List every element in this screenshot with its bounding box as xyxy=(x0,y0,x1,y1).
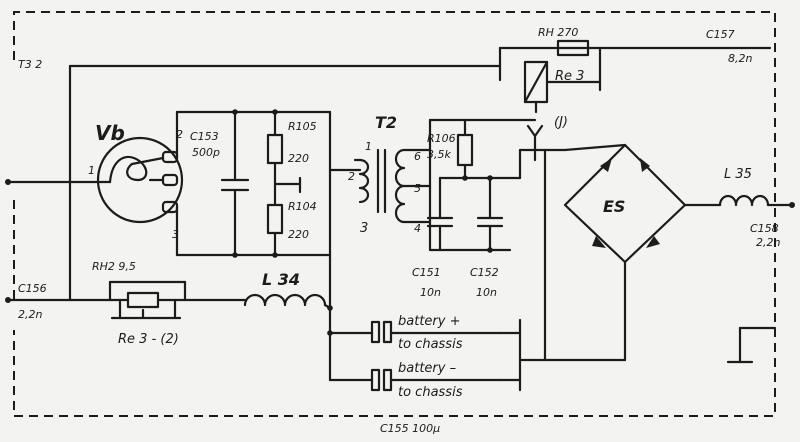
label-t3-fragment: T3 2 xyxy=(18,58,42,71)
label-c153: C153 xyxy=(190,130,219,143)
inductor-l35 xyxy=(718,194,795,208)
input-network xyxy=(175,109,333,382)
label-es: ES xyxy=(603,197,625,216)
label-r106: R106 xyxy=(427,132,456,145)
ground-symbol xyxy=(726,326,777,364)
label-c158: C158 xyxy=(750,222,779,235)
label-battery-plus: battery + xyxy=(398,314,460,329)
label-c157-value: 8,2n xyxy=(728,52,752,65)
label-c155: C155 100μ xyxy=(380,422,440,435)
label-c152-value: 10n xyxy=(476,286,497,299)
resistor-rh-270 xyxy=(556,39,590,57)
label-c156-value: 2,2n xyxy=(18,308,42,321)
label-c156: C156 xyxy=(18,282,47,295)
label-r105-value: 220 xyxy=(288,152,309,165)
label-pin-1: 1 xyxy=(88,164,95,177)
label-t2-4: 4 xyxy=(414,222,421,235)
secondary-network xyxy=(426,118,547,253)
inductor-l34 xyxy=(243,293,332,310)
relay-re3 xyxy=(523,60,602,114)
bridge-rectifier-es xyxy=(563,143,722,272)
label-t2-6: 6 xyxy=(414,150,421,163)
label-c157: C157 xyxy=(706,28,735,41)
contact-j xyxy=(526,118,567,162)
label-t2-2: 2 xyxy=(348,170,355,183)
label-battery-minus-chassis: to chassis xyxy=(398,385,463,400)
enclosure-border xyxy=(13,11,776,417)
label-re3: Re 3 xyxy=(555,69,584,84)
label-vb: Vb xyxy=(95,121,125,145)
label-c152: C152 xyxy=(470,266,499,279)
label-r104-value: 220 xyxy=(288,228,309,241)
label-battery-plus-chassis: to chassis xyxy=(398,337,463,352)
tube-vb xyxy=(5,136,184,224)
label-r104: R104 xyxy=(288,200,317,213)
label-rh-270: RH 270 xyxy=(538,26,578,39)
label-rh2: RH2 9,5 xyxy=(92,260,136,273)
label-t2: T2 xyxy=(375,113,397,132)
resistor-rh2 xyxy=(5,280,247,320)
label-re3-2: Re 3 - (2) xyxy=(118,332,179,347)
label-pin-3: 3 xyxy=(172,228,179,241)
label-r106-value: 3,5k xyxy=(427,148,451,161)
label-t2-1: 1 xyxy=(365,140,372,153)
label-l35: L 35 xyxy=(724,167,752,182)
label-pin-2: 2 xyxy=(176,128,183,141)
label-c151-value: 10n xyxy=(420,286,441,299)
label-c153-value: 500p xyxy=(192,146,220,159)
label-c151: C151 xyxy=(412,266,441,279)
label-t2-3: 3 xyxy=(360,221,368,236)
label-t2-5: 5 xyxy=(414,182,421,195)
label-l34: L 34 xyxy=(262,270,300,289)
transformer-t2 xyxy=(328,148,432,224)
label-c158-value: 2,2n xyxy=(756,236,780,249)
label-node-j: (J) xyxy=(554,115,568,130)
label-r105: R105 xyxy=(288,120,317,133)
battery-connectors xyxy=(328,148,627,392)
top-wiring xyxy=(68,46,772,302)
label-battery-minus: battery – xyxy=(398,361,456,376)
